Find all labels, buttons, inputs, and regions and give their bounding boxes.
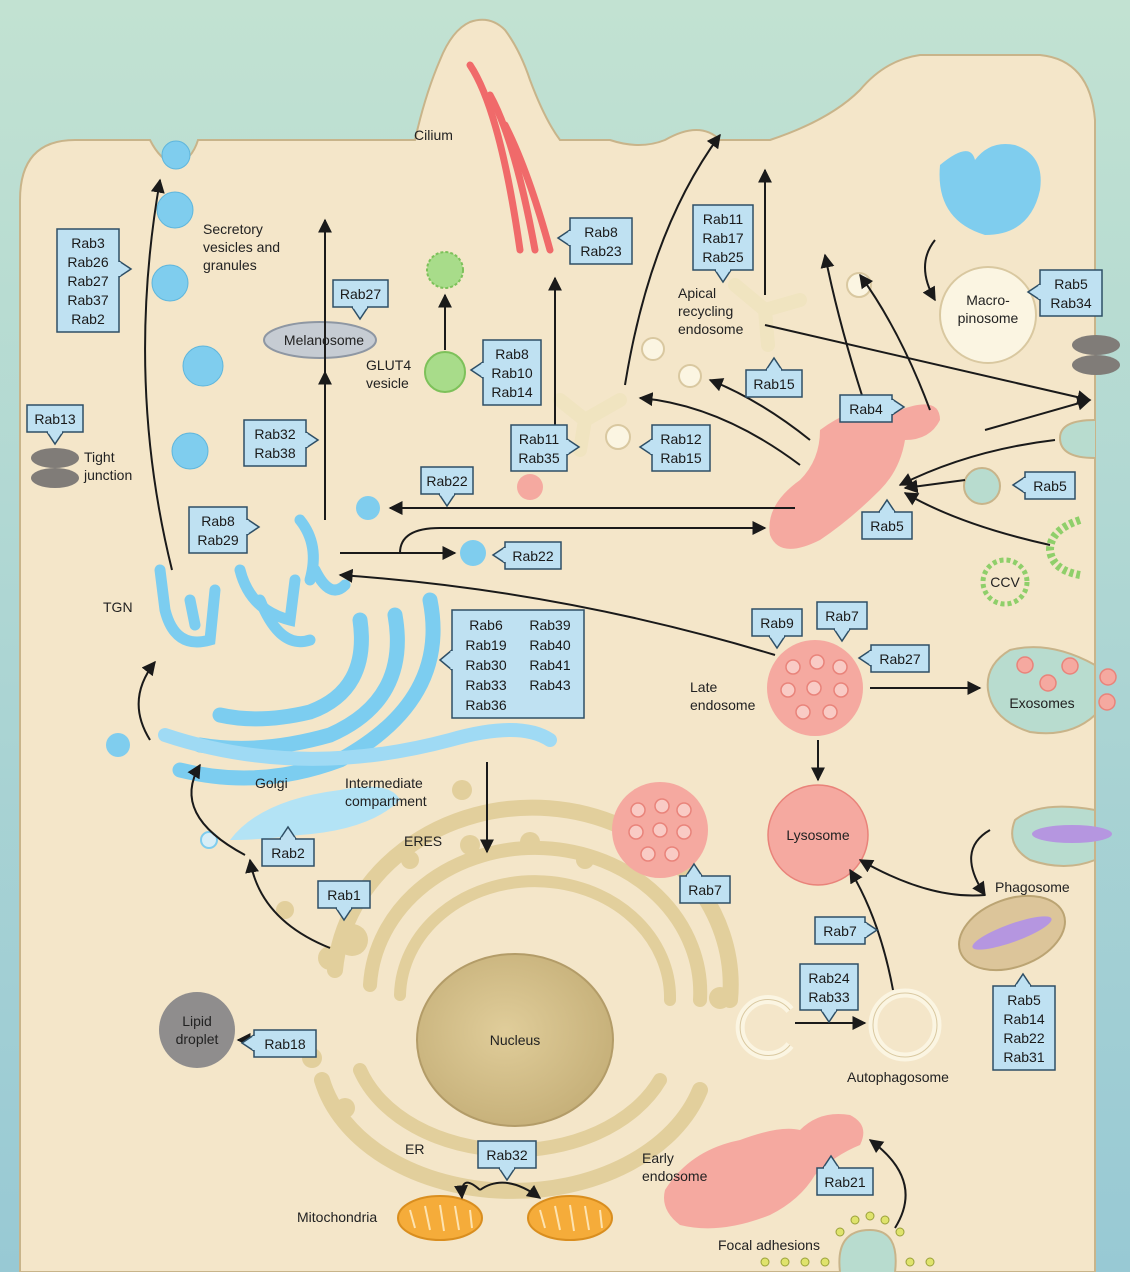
rab-label: Rab26	[67, 254, 108, 270]
label-ccv: CCV	[990, 574, 1020, 590]
rab-label: Rab9	[760, 615, 794, 631]
rab-label: Rab5	[1007, 992, 1041, 1008]
rab-label: Rab13	[34, 411, 75, 427]
rab-label: Rab2	[71, 311, 105, 327]
rab-label: Rab32	[486, 1147, 527, 1163]
mitochondrion-right	[528, 1196, 612, 1240]
rab-label: Rab22	[512, 548, 553, 564]
rab-label: Rab40	[529, 637, 570, 653]
rab-label: Rab24	[808, 970, 849, 986]
rab22-vesicle	[460, 540, 486, 566]
rab-label: Rab6	[469, 617, 503, 633]
label-focal-adhesions: Focal adhesions	[718, 1237, 820, 1253]
rab-label: Rab4	[849, 401, 883, 417]
rab-label: Rab2	[271, 845, 305, 861]
rab-label: Rab8	[201, 513, 235, 529]
endocytic-vesicle	[964, 468, 1000, 504]
rab-label: Rab1	[327, 887, 361, 903]
rab-label: Rab14	[1003, 1011, 1044, 1027]
rab-label: Rab15	[753, 376, 794, 392]
label-autophagosome: Autophagosome	[847, 1069, 949, 1085]
rab-label: Rab10	[491, 365, 532, 381]
rab-label: Rab18	[264, 1036, 305, 1052]
label-eres: ERES	[404, 833, 442, 849]
rab-label: Rab29	[197, 532, 238, 548]
label-lysosome: Lysosome	[786, 827, 850, 843]
rab-label: Rab12	[660, 431, 701, 447]
label-golgi: Golgi	[255, 775, 288, 791]
rab-label: Rab11	[519, 431, 559, 447]
rab-label: Rab36	[465, 697, 506, 713]
rab-label: Rab35	[518, 450, 559, 466]
glut4-vesicle	[425, 352, 465, 392]
label-cilium: Cilium	[414, 127, 453, 143]
rab-label: Rab5	[1033, 478, 1067, 494]
rab-label: Rab21	[824, 1174, 865, 1190]
late-endosome	[767, 640, 863, 736]
rab-label: Rab25	[702, 249, 743, 265]
rab-label: Rab23	[580, 243, 621, 259]
rab-callout-apical: Rab11Rab17Rab25	[693, 205, 753, 282]
rab-label: Rab14	[491, 384, 532, 400]
rab-label: Rab22	[426, 473, 467, 489]
label-melanosome: Melanosome	[284, 332, 364, 348]
rab-label: Rab11	[703, 211, 743, 227]
label-nucleus: Nucleus	[490, 1032, 541, 1048]
rab-label: Rab7	[823, 923, 857, 939]
label-tgn: TGN	[103, 599, 133, 615]
rab-label: Rab5	[1054, 276, 1088, 292]
rab-label: Rab39	[529, 617, 570, 633]
mitochondrion-left	[398, 1196, 482, 1240]
rab-label: Rab8	[495, 346, 529, 362]
label-mitochondria: Mitochondria	[297, 1209, 377, 1225]
small-endosome	[517, 474, 543, 500]
golgi-vesicle	[106, 733, 130, 757]
rab-label: Rab17	[702, 230, 743, 246]
rab-label: Rab27	[67, 273, 108, 289]
rab-label: Rab15	[660, 450, 701, 466]
rab-label: Rab38	[254, 445, 295, 461]
rab-label: Rab33	[465, 677, 506, 693]
rab-label: Rab22	[1003, 1030, 1044, 1046]
phagocytic-particle	[1032, 825, 1112, 843]
rab-label: Rab7	[688, 882, 722, 898]
rab-label: Rab30	[465, 657, 506, 673]
rab-label: Rab33	[808, 989, 849, 1005]
glut4-vesicle-top	[427, 252, 463, 288]
rab-label: Rab19	[465, 637, 506, 653]
rab-label: Rab3	[71, 235, 105, 251]
rab-label: Rab37	[67, 292, 108, 308]
label-exosomes: Exosomes	[1009, 695, 1074, 711]
label-er: ER	[405, 1141, 424, 1157]
rab-label: Rab31	[1003, 1049, 1044, 1065]
rab-label: Rab5	[870, 518, 904, 534]
rab-label: Rab32	[254, 426, 295, 442]
lipid-droplet	[159, 992, 235, 1068]
rab-label: Rab43	[529, 677, 570, 693]
rab-label: Rab8	[584, 224, 618, 240]
label-phagosome: Phagosome	[995, 879, 1070, 895]
tgn-vesicle	[356, 496, 380, 520]
rab-label: Rab41	[529, 657, 570, 673]
rab-label: Rab34	[1050, 295, 1091, 311]
rab-label: Rab27	[879, 651, 920, 667]
rab-label: Rab27	[340, 286, 381, 302]
rab-label: Rab7	[825, 608, 859, 624]
